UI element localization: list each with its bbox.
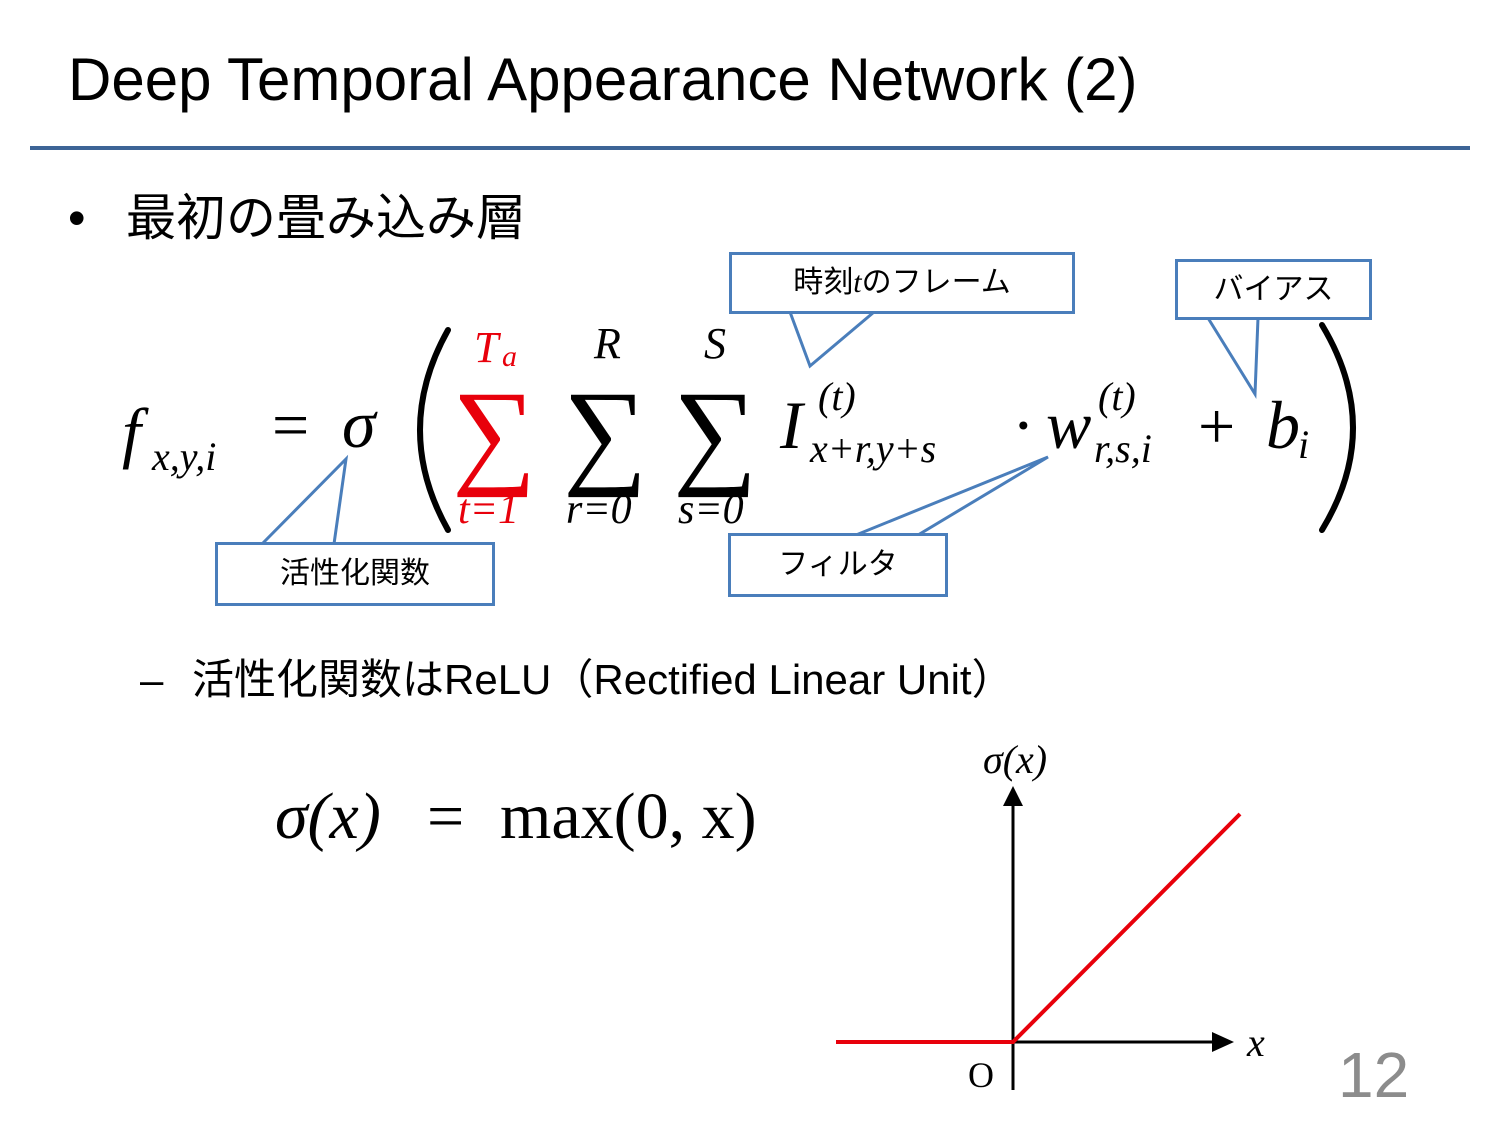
callout-filter: フィルタ [728, 533, 948, 597]
title-divider [30, 146, 1470, 150]
formula-plus: + [1198, 390, 1235, 463]
callout-frame-suffix: のフレーム [861, 266, 1011, 299]
relu-y-axis-arrow [1003, 786, 1023, 806]
formula-left-paren [417, 327, 451, 533]
relu-x-axis-arrow [1212, 1032, 1234, 1052]
sub-bullet-marker: – [140, 656, 164, 703]
relu-formula-equals: = [427, 780, 464, 853]
formula-sigma: σ [342, 386, 378, 462]
formula-right-paren [1319, 322, 1356, 533]
sum1-upper-limit-sub: a [502, 340, 517, 373]
formula-w: w [1046, 387, 1091, 463]
sub-bullet-text: 活性化関数はReLU（Rectified Linear Unit） [192, 656, 1014, 703]
sum2-lower-limit: r=0 [566, 487, 632, 533]
relu-y-label: σ(x) [983, 737, 1047, 782]
formula-w-subscript: r,s,i [1094, 426, 1152, 471]
formula-I-superscript: (t) [818, 374, 856, 419]
formula-dot: · [1012, 387, 1035, 463]
formula-w-superscript: (t) [1098, 374, 1136, 419]
relu-origin-label: O [968, 1055, 994, 1095]
relu-x-label: x [1246, 1020, 1265, 1065]
formula-I-subscript: x+r,y+s [809, 426, 936, 471]
callout-activation-pointer [258, 454, 349, 546]
callout-bias: バイアス [1175, 259, 1372, 320]
relu-formula-lhs: σ(x) [275, 780, 381, 853]
bullet-item: • 最初の畳み込み層 [68, 185, 526, 251]
relu-curve [836, 812, 1242, 1044]
callout-bias-pointer [1205, 316, 1260, 399]
page-number: 12 [1338, 1039, 1410, 1111]
formula-I: I [779, 387, 806, 463]
sum3-lower-limit: s=0 [678, 487, 744, 533]
sum2-symbol: ∑ [563, 367, 647, 498]
bullet-text: 最初の畳み込み層 [126, 190, 526, 246]
sum1-symbol: ∑ [452, 367, 536, 498]
relu-formula-rhs: max(0, x) [500, 780, 757, 853]
sum3-symbol: ∑ [673, 367, 757, 498]
formula-b-subscript: i [1298, 422, 1309, 467]
relu-graph: σ(x) x O [836, 737, 1265, 1095]
slide-title: Deep Temporal Appearance Network (2) [68, 46, 1138, 113]
bullet-marker: • [68, 190, 86, 246]
callout-frame-prefix: 時刻 [793, 266, 854, 299]
sub-bullet-item: –活性化関数はReLU（Rectified Linear Unit） [140, 650, 1014, 710]
sum1-upper-limit: T [474, 323, 502, 372]
formula-equals: = [272, 389, 309, 462]
callout-frame-pointer [787, 310, 879, 369]
sum2-upper-limit: R [593, 319, 621, 368]
formula-f-subscript: x,y,i [151, 434, 216, 479]
sum1-lower-limit: t=1 [458, 487, 519, 533]
sum3-upper-limit: S [704, 319, 726, 368]
formula-b: b [1266, 387, 1300, 463]
formula-f: f [122, 394, 149, 470]
callout-frame-t: t [853, 266, 862, 299]
callout-activation: 活性化関数 [215, 542, 495, 606]
